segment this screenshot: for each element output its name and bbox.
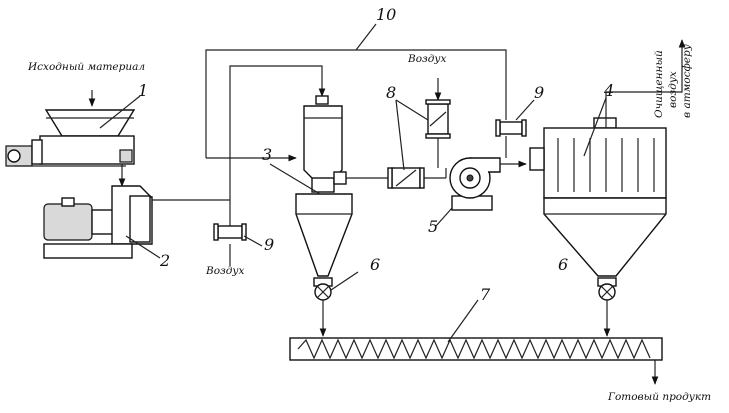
crusher-2 [43, 185, 161, 259]
cleaned-air-line2: воздух [667, 71, 679, 108]
valve-9-left [213, 223, 263, 266]
number-4: 4 [603, 81, 614, 100]
dryer-3 [269, 95, 386, 277]
screw-conveyor-7 [289, 299, 663, 385]
valve-9-right [495, 99, 535, 137]
number-2: 2 [159, 251, 170, 270]
number-9b: 9 [534, 83, 544, 102]
number-5: 5 [428, 217, 438, 236]
cleaned-air-label: Очищенный воздух в атмосферу [653, 43, 693, 118]
feeder-1 [5, 90, 141, 187]
text-labels: Исходный материал Воздух Воздух Готовый … [27, 43, 711, 403]
fan-5 [435, 157, 527, 227]
bag-filter-4 [529, 39, 686, 277]
number-8: 8 [386, 83, 396, 102]
valve-8-horizontal [386, 167, 446, 189]
number-6a: 6 [370, 255, 380, 274]
number-9a: 9 [264, 235, 274, 254]
cleaned-air-line3: в атмосферу [681, 43, 693, 118]
air-supply-line [229, 65, 326, 232]
number-1: 1 [138, 81, 148, 100]
source-material-label: Исходный материал [27, 61, 145, 73]
rotary-valve-6a [313, 271, 359, 337]
final-product-label: Готовый продукт [607, 391, 711, 403]
valve-8-vertical [395, 78, 451, 171]
number-3: 3 [262, 145, 272, 164]
item-numbers: 1 2 3 4 5 6 6 7 8 9 9 10 [138, 5, 614, 304]
air-label-top: Воздух [407, 53, 447, 65]
rotary-valve-6b [597, 277, 617, 337]
number-7: 7 [480, 285, 491, 304]
air-label-bottom: Воздух [205, 265, 245, 277]
number-6b: 6 [558, 255, 568, 274]
number-10: 10 [376, 5, 396, 24]
cleaned-air-line1: Очищенный [653, 50, 665, 118]
